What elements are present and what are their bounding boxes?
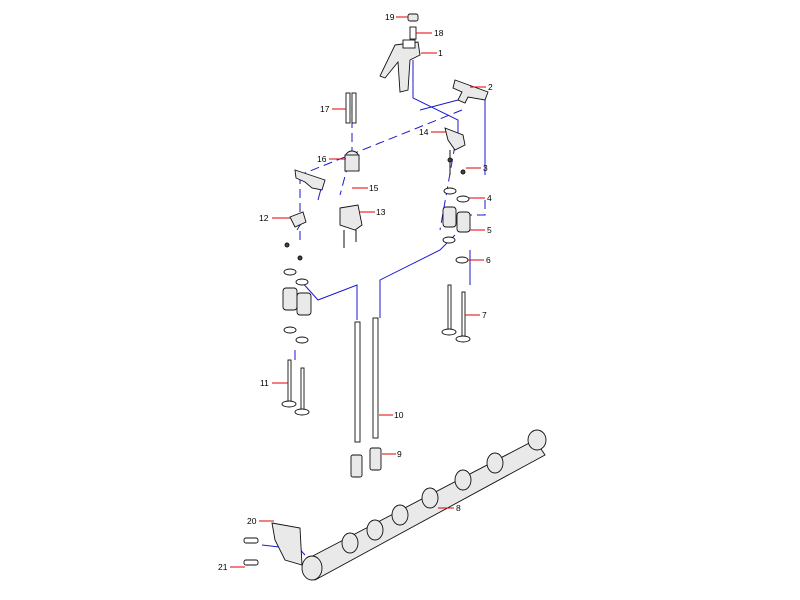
part-rocker-arm-left [294,169,326,191]
part-valve-stack-right [442,150,471,264]
part-bracket-12 [289,211,307,228]
callout-label: 2 [488,82,493,92]
callout-label: 3 [483,163,488,173]
callout-10: 10 [379,410,404,420]
callout-20: 20 [247,516,274,526]
callout-label: 20 [247,516,257,526]
callout-label: 16 [317,154,327,164]
callout-label: 12 [259,213,269,223]
callout-6: 6 [468,255,491,265]
callout-11: 11 [260,378,288,388]
part-valve-stack-left [282,242,312,344]
callout-label: 18 [434,28,444,38]
callout-21: 21 [218,562,245,572]
callout-15: 15 [352,183,379,193]
part-valve-7 [441,284,471,343]
callout-12: 12 [259,213,290,223]
callout-8: 8 [438,503,461,513]
callout-7: 7 [465,310,487,320]
callout-label: 6 [486,255,491,265]
part-rocker-arm-1 [379,39,421,93]
callout-label: 11 [260,378,269,388]
callout-19: 19 [385,12,408,22]
callout-label: 4 [487,193,492,203]
callout-label: 9 [397,449,402,459]
callout-18: 18 [416,28,444,38]
part-shaft-support-16 [344,150,360,172]
part-bolt-17 [345,92,357,124]
part-rocker-arm-2 [452,79,489,104]
part-nut-19 [407,13,419,22]
part-bolt-21 [243,537,259,566]
part-valve-11 [281,359,310,416]
callout-4: 4 [469,193,492,203]
callout-label: 10 [394,410,404,420]
callout-13: 13 [360,207,386,217]
callout-label: 17 [320,104,330,114]
callout-17: 17 [320,104,346,114]
callout-label: 19 [385,12,395,22]
part-bracket-13 [339,204,363,248]
callout-label: 1 [438,48,443,58]
callout-label: 21 [218,562,228,572]
part-push-rod-10 [354,317,379,443]
callout-label: 13 [376,207,386,217]
part-thrust-plate-20 [271,522,303,566]
part-tappet-9 [350,447,382,478]
callout-2: 2 [470,82,493,92]
callout-label: 15 [369,183,379,193]
callout-5: 5 [470,225,492,235]
callout-9: 9 [382,449,402,459]
part-adjust-screw-18 [409,26,417,40]
callout-16: 16 [317,154,346,164]
callout-14: 14 [419,127,446,137]
callout-3: 3 [466,163,488,173]
callout-label: 14 [419,127,429,137]
callout-1: 1 [421,48,443,58]
part-rocker-arm-14 [444,127,466,151]
callout-label: 8 [456,503,461,513]
callout-label: 7 [482,310,487,320]
callout-label: 5 [487,225,492,235]
part-camshaft-8 [301,429,547,581]
